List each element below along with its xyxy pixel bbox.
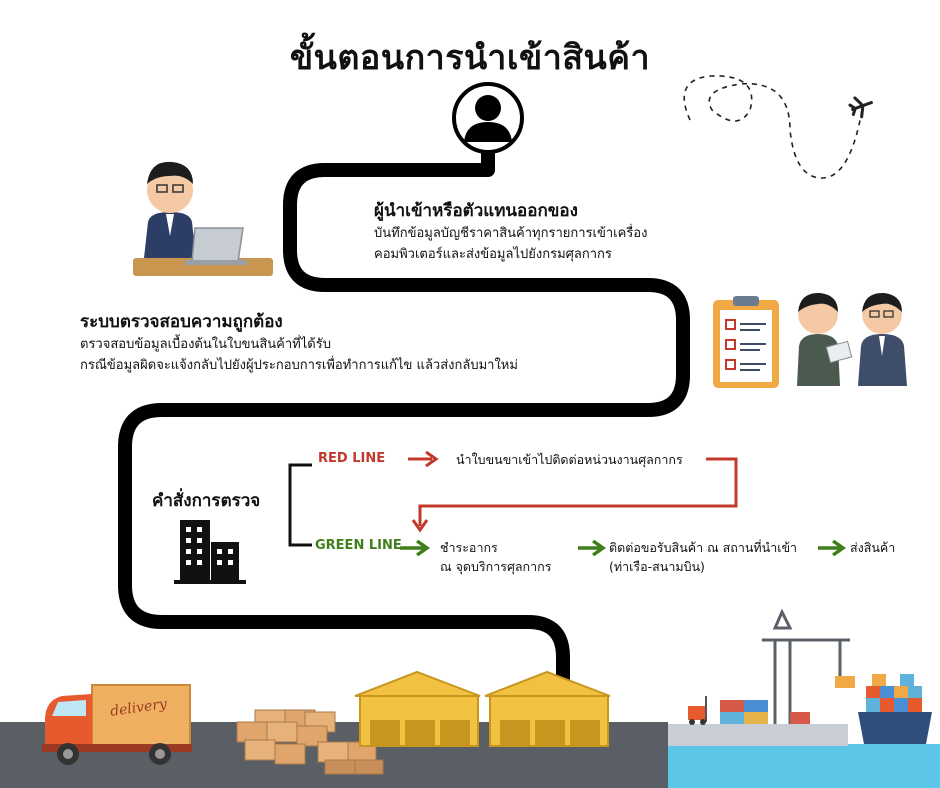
green-pickup-line2: (ท่าเรือ-สนามบิน)	[609, 559, 705, 574]
flight-path	[683, 75, 863, 179]
page-title: ขั้นตอนการนำเข้าสินค้า	[289, 38, 651, 78]
red-line-label: RED LINE	[318, 451, 386, 466]
process-path	[118, 150, 690, 690]
building-icon	[174, 520, 246, 584]
green-line-arrows	[400, 539, 847, 557]
office-worker-illustration	[133, 161, 273, 276]
step3-heading: คำสั่งการตรวจ	[152, 491, 261, 511]
green-pickup-line1: ติดต่อขอรับสินค้า ณ สถานที่นำเข้า	[609, 540, 798, 555]
green-line-label: GREEN LINE	[315, 538, 402, 553]
port-crane-illustration	[762, 608, 850, 724]
airplane-icon	[848, 96, 873, 119]
step2-line1: ตรวจสอบข้อมูลเบื้องต้นในใบขนสินค้าที่ได้…	[80, 337, 331, 352]
step1-line1: บันทึกข้อมูลบัญชีราคาสินค้าทุกรายการเข้า…	[374, 226, 648, 241]
stacked-containers	[720, 700, 810, 724]
crane-container	[835, 676, 855, 688]
forklift-illustration	[688, 696, 707, 725]
sea	[668, 744, 940, 788]
user-icon	[452, 82, 524, 154]
green-deliver: ส่งสินค้า	[850, 540, 896, 555]
clipboard-checklist-illustration	[713, 296, 779, 388]
warehouse-illustration	[354, 670, 611, 747]
step2-line2: กรณีข้อมูลผิดจะแจ้งกลับไปยังผู้ประกอบการ…	[80, 358, 518, 373]
step1-heading: ผู้นำเข้าหรือตัวแทนออกของ	[374, 201, 578, 221]
green-pay-line2: ณ จุดบริการศุลกากร	[440, 559, 552, 574]
businessmen-illustration	[797, 292, 907, 386]
delivery-truck-illustration	[42, 684, 192, 765]
pier	[668, 724, 848, 746]
red-line-arrows	[408, 450, 738, 533]
decision-bracket	[288, 463, 312, 547]
cargo-boxes-illustration	[236, 709, 384, 775]
step2-heading: ระบบตรวจสอบความถูกต้อง	[80, 312, 283, 332]
red-line-text: นำใบขนขาเข้าไปติดต่อหน่วนงานศุลกากร	[456, 452, 683, 467]
step1-line2: คอมพิวเตอร์และส่งข้อมูลไปยังกรมศุลกากร	[374, 247, 612, 262]
cargo-ship-illustration	[858, 674, 932, 744]
green-pay-line1: ชำระอากร	[440, 540, 498, 555]
